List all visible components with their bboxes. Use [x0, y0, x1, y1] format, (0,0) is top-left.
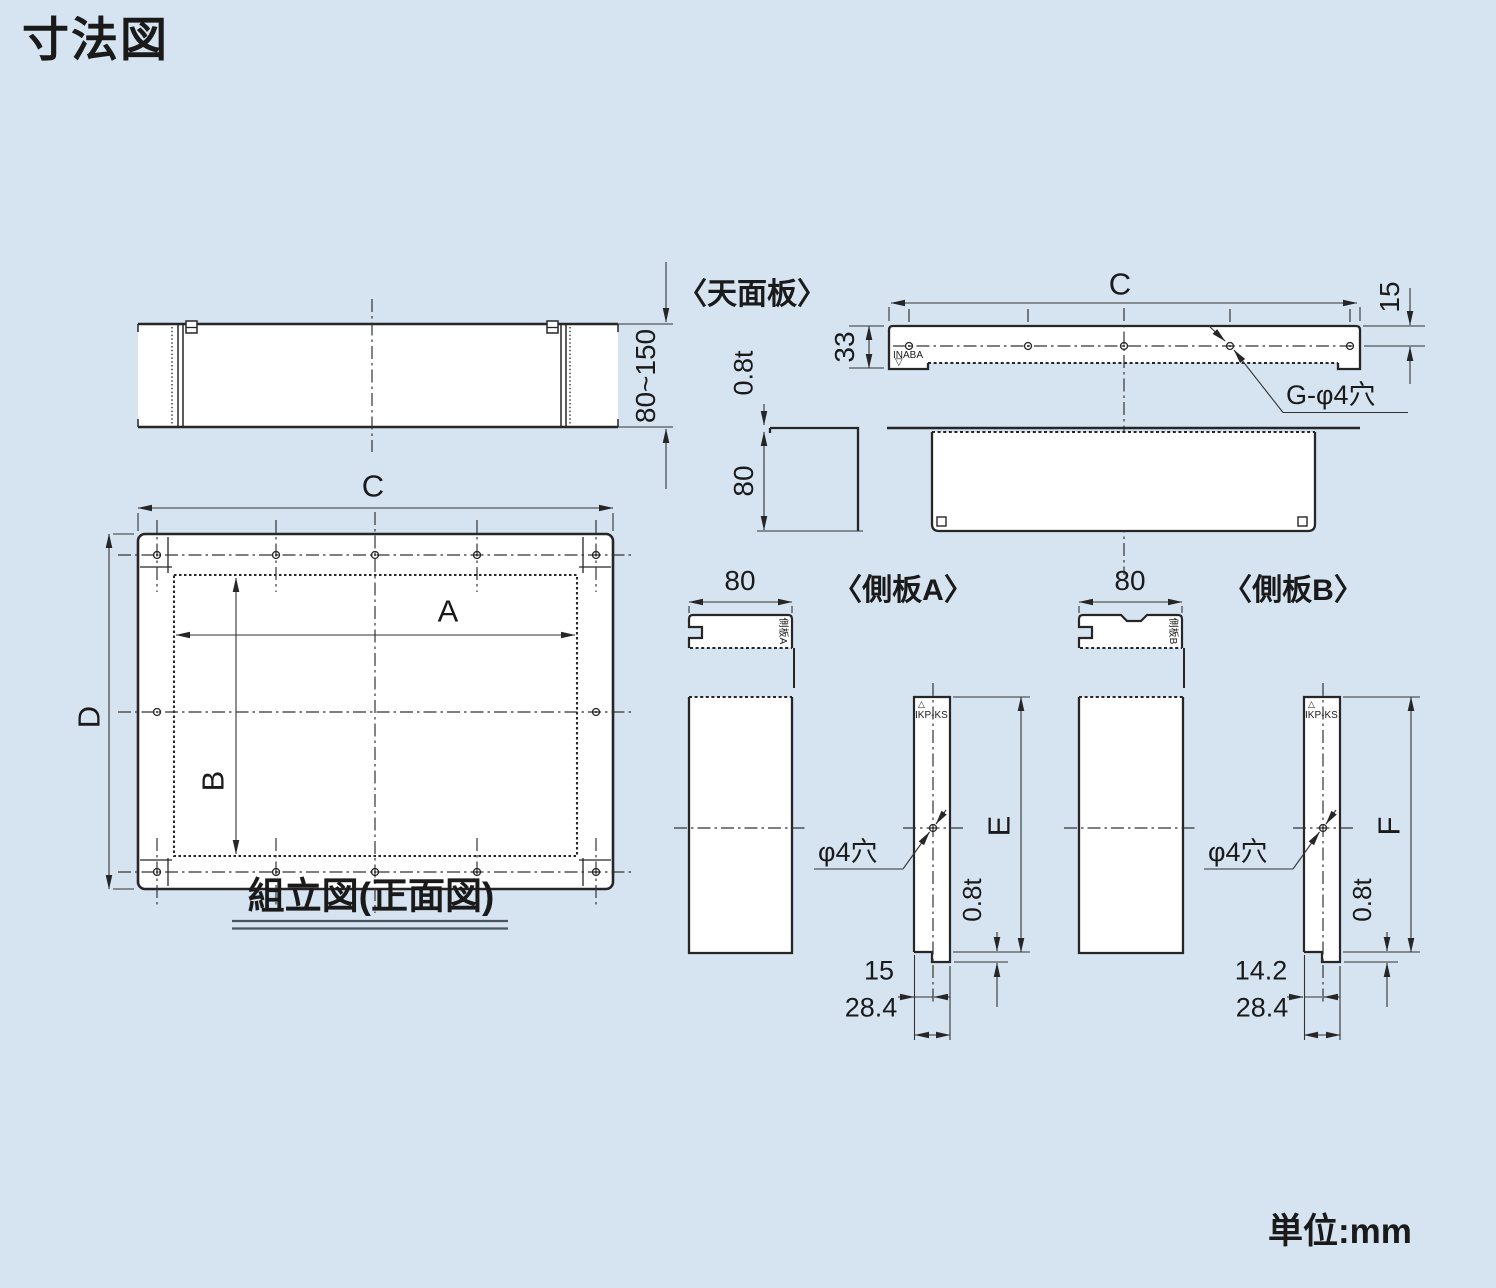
- assembly-front-dimensions: [105, 504, 614, 890]
- side-panel-a-stamp: IKP-KS: [915, 710, 948, 721]
- caption-underline: [232, 919, 508, 930]
- top-panel-hole-note: G-φ4穴: [1286, 380, 1376, 410]
- top-panel-flange-label: 33: [829, 331, 860, 363]
- page-title: 寸法図: [22, 13, 169, 66]
- assembly-top-view: [137, 299, 673, 452]
- side-panel-a-hole-note: φ4穴: [818, 837, 878, 867]
- top-panel-brand-mark: ▽: [895, 357, 903, 368]
- side-panel-b-hole-note: φ4穴: [1208, 837, 1268, 867]
- side-panel-a-heading: 〈側板A〉: [832, 574, 974, 607]
- side-panel-a-width-label: 28.4: [844, 992, 898, 1023]
- side-panel-a-height-label: E: [981, 815, 1017, 837]
- dim-inner-height-label: B: [195, 770, 231, 792]
- side-panel-a-offset-label: 15: [863, 955, 895, 986]
- assembly-caption: 組立図(正面図): [247, 875, 495, 917]
- side-panel-b-dimensions: [1078, 598, 1420, 1040]
- top-panel-brand: INABA: [893, 350, 924, 361]
- dim-outer-width-label: C: [361, 468, 385, 504]
- side-panel-b-stamp-mark: △: [1308, 699, 1315, 709]
- top-panel-width-label: C: [1108, 266, 1132, 302]
- top-panel-depth-label: 80: [728, 465, 759, 497]
- unit-note: 単位:mm: [1268, 1212, 1412, 1251]
- frame-screw-holes: [152, 550, 601, 877]
- top-panel-heading: 〈天面板〉: [677, 278, 827, 311]
- dim-outer-height-label: D: [71, 705, 107, 729]
- side-panel-b-part-label: 側板B: [1167, 617, 1178, 645]
- side-panel-a-thickness-label: 0.8t: [957, 878, 987, 922]
- side-panel-b-views: [1064, 613, 1353, 1002]
- assembly-front-view: [118, 512, 632, 913]
- side-panel-b-depth-label: 80: [1114, 565, 1146, 596]
- side-panel-a-depth-label: 80: [724, 565, 756, 596]
- side-panel-b-heading: 〈側板B〉: [1222, 574, 1364, 607]
- side-panel-b-stamp: IKP-KS: [1305, 710, 1338, 721]
- side-panel-b-width-label: 28.4: [1235, 992, 1289, 1023]
- side-panel-a-part-label: 側板A: [777, 617, 788, 645]
- side-panel-a-views: [674, 613, 963, 1002]
- dim-inner-width-label: A: [437, 593, 459, 629]
- top-panel-thickness-label: 0.8t: [728, 350, 759, 396]
- side-panel-b-thickness-label: 0.8t: [1347, 878, 1377, 922]
- side-panel-b-offset-label: 14.2: [1234, 955, 1288, 986]
- top-panel-dimensions: [760, 288, 1425, 531]
- top-panel-edge-label: 15: [1374, 281, 1405, 313]
- side-panel-a-stamp-mark: △: [918, 699, 925, 709]
- dim-depth-range: 80~150: [630, 328, 661, 424]
- top-panel-holes: [904, 341, 1355, 351]
- side-panel-a-dimensions: [688, 598, 1030, 1040]
- side-panel-b-height-label: F: [1371, 816, 1407, 836]
